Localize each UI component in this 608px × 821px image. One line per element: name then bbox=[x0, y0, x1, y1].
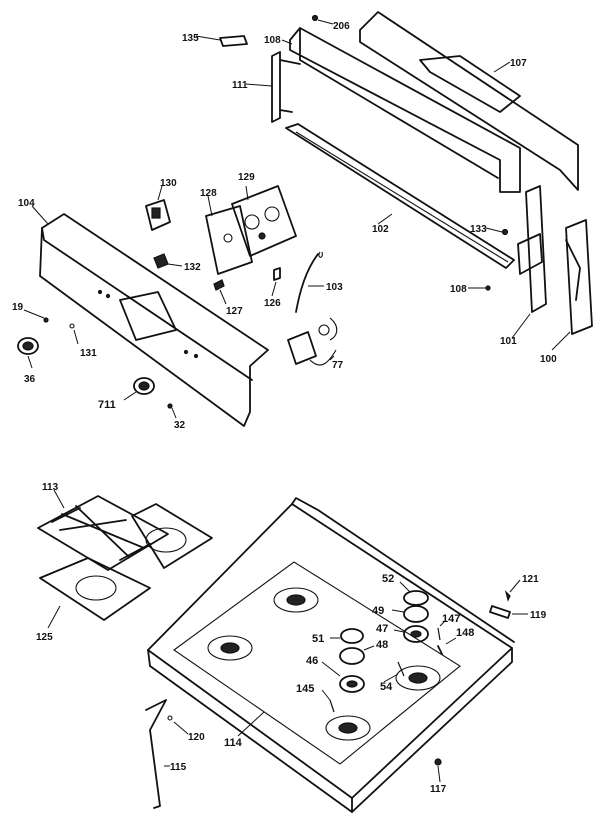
part-126-clip bbox=[271, 267, 281, 297]
part-111-end-bracket bbox=[245, 51, 301, 123]
callout-103: 103 bbox=[326, 282, 343, 293]
callout-128: 128 bbox=[200, 188, 217, 199]
callout-119: 119 bbox=[530, 610, 547, 621]
part-77-igniter-switch bbox=[287, 317, 338, 366]
part-114-cooktop bbox=[147, 497, 515, 813]
callout-711: 711 bbox=[98, 399, 116, 411]
part-47-burner bbox=[393, 625, 429, 643]
callout-132: 132 bbox=[184, 262, 201, 273]
part-133-screw bbox=[485, 227, 509, 236]
callout-107: 107 bbox=[510, 58, 527, 69]
part-127-screw bbox=[213, 279, 227, 305]
part-128-plate bbox=[205, 195, 253, 275]
part-103-harness bbox=[295, 251, 324, 313]
callout-133: 133 bbox=[470, 224, 487, 235]
callout-121: 121 bbox=[522, 574, 539, 585]
callout-131: 131 bbox=[80, 348, 97, 359]
part-711-knob bbox=[123, 377, 155, 401]
part-119-hinge bbox=[489, 605, 528, 619]
callout-125: 125 bbox=[36, 632, 53, 643]
callout-47: 47 bbox=[376, 623, 388, 635]
part-115-support-rod bbox=[145, 699, 170, 809]
callout-104: 104 bbox=[18, 198, 35, 209]
part-107-top-trim bbox=[359, 11, 579, 191]
callout-77: 77 bbox=[332, 360, 344, 371]
callout-130: 130 bbox=[160, 178, 177, 189]
part-129-timer-module bbox=[231, 185, 297, 257]
part-132-switch bbox=[153, 253, 183, 269]
callout-48: 48 bbox=[376, 639, 388, 651]
callout-32: 32 bbox=[174, 420, 186, 431]
part-121-screw bbox=[504, 579, 521, 602]
callout-51: 51 bbox=[312, 633, 324, 645]
part-48-burner-head bbox=[339, 645, 375, 665]
callout-46: 46 bbox=[306, 655, 318, 667]
part-120-screw bbox=[167, 715, 189, 735]
callout-206: 206 bbox=[333, 21, 350, 32]
part-135-clip bbox=[195, 35, 248, 47]
part-108-backsplash bbox=[281, 27, 521, 193]
callout-102: 102 bbox=[372, 224, 389, 235]
part-206-screw bbox=[311, 14, 334, 25]
part-113-grate bbox=[37, 489, 169, 571]
callout-36: 36 bbox=[24, 374, 36, 385]
part-148-electrode bbox=[437, 637, 457, 655]
part-108-screw bbox=[468, 285, 491, 291]
part-52-burner-cap bbox=[399, 581, 429, 606]
callout-135: 135 bbox=[182, 33, 199, 44]
callout-145: 145 bbox=[296, 683, 314, 695]
callout-108-upper: 108 bbox=[264, 35, 281, 46]
callout-120: 120 bbox=[188, 732, 205, 743]
part-100-end-cap bbox=[551, 219, 593, 351]
part-49-burner-head bbox=[391, 605, 429, 623]
callout-113: 113 bbox=[42, 482, 59, 493]
part-130-switch bbox=[145, 185, 171, 231]
part-51-burner-cap bbox=[330, 628, 364, 644]
callout-117: 117 bbox=[430, 784, 447, 795]
callout-108-lower: 108 bbox=[450, 284, 467, 295]
part-54-igniter bbox=[383, 661, 405, 683]
part-32-screw bbox=[167, 403, 177, 419]
callout-54: 54 bbox=[380, 681, 393, 693]
part-101-side-bracket bbox=[511, 185, 547, 339]
callout-129: 129 bbox=[238, 172, 255, 183]
callout-52: 52 bbox=[382, 573, 394, 585]
callout-100: 100 bbox=[540, 354, 557, 365]
callout-126: 126 bbox=[264, 298, 281, 309]
callout-115: 115 bbox=[170, 762, 187, 773]
callout-19: 19 bbox=[12, 302, 24, 313]
callout-49: 49 bbox=[372, 605, 384, 617]
callout-148: 148 bbox=[456, 627, 474, 639]
callout-127: 127 bbox=[226, 306, 243, 317]
part-104-control-panel bbox=[31, 205, 269, 427]
part-36-knob bbox=[17, 337, 39, 369]
part-46-burner bbox=[321, 661, 365, 693]
part-102-back-strip bbox=[285, 123, 515, 269]
part-125-drip-pan bbox=[39, 503, 213, 629]
callout-101: 101 bbox=[500, 336, 517, 347]
part-117-screw bbox=[434, 758, 442, 783]
callout-147: 147 bbox=[442, 613, 460, 625]
part-131-screw bbox=[69, 323, 79, 345]
part-19-screw bbox=[23, 309, 49, 323]
part-145-screw bbox=[321, 689, 335, 713]
part-147-screw bbox=[437, 619, 447, 641]
callout-111: 111 bbox=[232, 80, 248, 91]
callout-114: 114 bbox=[224, 737, 243, 749]
